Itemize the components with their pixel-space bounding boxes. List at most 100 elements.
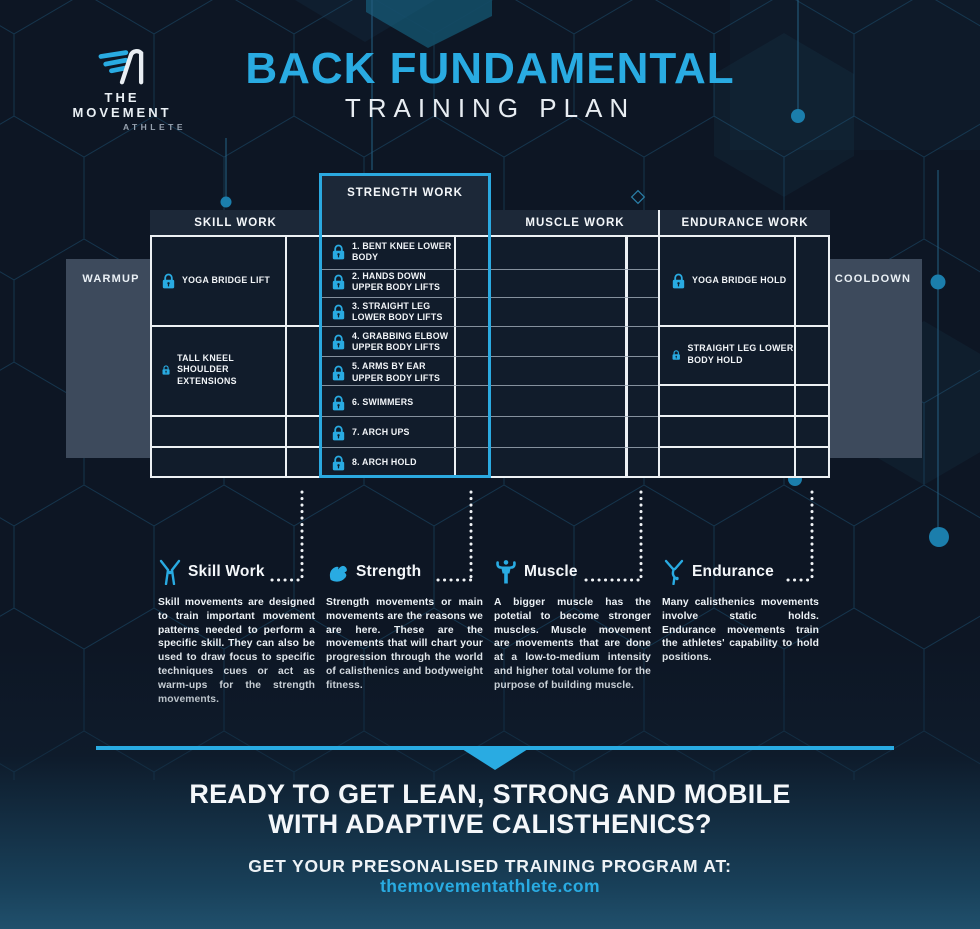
- cta-url-link[interactable]: themovementathlete.com: [380, 876, 600, 896]
- legend-title: Strength: [356, 563, 422, 580]
- row-line: [490, 447, 658, 448]
- warmup-label: WARMUP: [82, 273, 140, 285]
- lock-icon: [332, 274, 345, 290]
- row-line: [322, 326, 488, 327]
- divider: [625, 237, 628, 478]
- footer-headline: READY TO GET LEAN, STRONG AND MOBILE WIT…: [0, 779, 980, 839]
- skill-cell-tall-kneel: TALL KNEEL SHOULDER EXTENSIONS: [150, 325, 285, 415]
- cooldown-panel: COOLDOWN: [824, 259, 922, 458]
- row-line: [490, 416, 658, 417]
- column-header-skill-work: SKILL WORK: [194, 217, 277, 229]
- exercise-label: 8. ARCH HOLD: [352, 457, 417, 468]
- strength-item-list: 1. BENT KNEE LOWER BODY 2. HANDS DOWN UP…: [322, 237, 454, 478]
- lock-icon: [332, 365, 345, 380]
- row-line: [150, 415, 321, 417]
- lock-icon: [332, 455, 345, 471]
- legend-strength: Strength Strength movements or main move…: [326, 556, 483, 693]
- lock-icon: [672, 349, 680, 360]
- legend-title: Muscle: [524, 563, 578, 580]
- legend-description: Many calisthenics movements involve stat…: [662, 597, 819, 664]
- divider: [454, 237, 456, 478]
- row-line: [150, 325, 321, 327]
- divider: [285, 237, 287, 478]
- legend-description: Skill movements are designed to train im…: [158, 597, 315, 705]
- warmup-panel: WARMUP: [66, 259, 156, 458]
- exercise-label: 5. ARMS BY EAR UPPER BODY LIFTS: [352, 361, 441, 383]
- exercise-label: 4. GRABBING ELBOW UPPER BODY LIFTS: [352, 331, 449, 353]
- row-line: [490, 356, 658, 357]
- legend-description: Strength movements or main movements are…: [326, 597, 483, 691]
- lock-icon: [332, 395, 345, 411]
- exercise-label: 1. BENT KNEE LOWER BODY: [352, 240, 452, 263]
- brand-name: THE MOVEMENT: [72, 90, 172, 120]
- biceps-icon: [329, 565, 347, 582]
- strength-item: 3. STRAIGHT LEG LOWER BODY LIFTS: [322, 297, 454, 327]
- exercise-label: YOGA BRIDGE HOLD: [692, 275, 787, 286]
- row-line: [322, 416, 488, 417]
- teal-hexagon-fill: [366, 0, 492, 48]
- row-line: [322, 356, 488, 357]
- lock-icon: [672, 273, 685, 289]
- legend-endurance: Endurance Many calisthenics movements in…: [662, 556, 819, 665]
- skill-cell-yoga-bridge-lift: YOGA BRIDGE LIFT: [150, 237, 285, 325]
- lock-icon: [332, 335, 345, 350]
- footer-headline-line1: READY TO GET LEAN, STRONG AND MOBILE: [189, 779, 791, 809]
- lock-icon: [332, 425, 345, 441]
- muscle-figure-icon: [496, 560, 516, 584]
- legend-title: Endurance: [692, 563, 774, 580]
- movement-athlete-emblem-icon: [98, 49, 144, 85]
- divider: [658, 210, 660, 478]
- legend-skill-work: Skill Work Skill movements are designed …: [158, 556, 315, 706]
- row-line: [658, 415, 830, 417]
- lock-icon: [162, 273, 175, 289]
- endurance-cell-straight-leg-hold: STRAIGHT LEG LOWER BODY HOLD: [660, 325, 794, 384]
- one-arm-handstand-icon: [664, 559, 684, 585]
- strength-item: 8. ARCH HOLD: [322, 448, 454, 478]
- strength-item: 5. ARMS BY EAR UPPER BODY LIFTS: [322, 358, 454, 388]
- lock-icon: [332, 304, 345, 320]
- row-line: [322, 269, 488, 270]
- exercise-label: 6. SWIMMERS: [352, 397, 414, 408]
- exercise-label: TALL KNEEL SHOULDER EXTENSIONS: [177, 352, 237, 386]
- row-line: [658, 325, 830, 327]
- column-header-endurance-work: ENDURANCE WORK: [681, 217, 809, 229]
- page-subtitle: TRAINING PLAN: [344, 93, 636, 123]
- row-line: [490, 269, 658, 270]
- row-line: [658, 446, 830, 448]
- row-line: [150, 446, 321, 448]
- cooldown-label: COOLDOWN: [834, 273, 912, 285]
- row-line: [322, 385, 488, 386]
- brand-logo: THE MOVEMENT ATHLETE: [52, 44, 192, 132]
- exercise-label: YOGA BRIDGE LIFT: [182, 275, 271, 286]
- cta-text: GET YOUR PRESONALISED TRAINING PROGRAM A…: [248, 856, 732, 876]
- exercise-label: 3. STRAIGHT LEG LOWER BODY LIFTS: [352, 301, 443, 323]
- strength-item: 7. ARCH UPS: [322, 418, 454, 448]
- strength-item: 6. SWIMMERS: [322, 388, 454, 418]
- exercise-label: 7. ARCH UPS: [352, 427, 410, 438]
- training-plan-table: SKILL WORK MUSCLE WORK ENDURANCE WORK: [150, 173, 830, 478]
- divider: [794, 237, 796, 478]
- row-line: [658, 384, 830, 386]
- exercise-label: STRAIGHT LEG LOWER BODY HOLD: [687, 343, 794, 365]
- footer-headline-line2: WITH ADAPTIVE CALISTHENICS?: [268, 809, 712, 839]
- legend-description: A bigger muscle has the potetial to beco…: [494, 597, 651, 691]
- strength-item: 2. HANDS DOWN UPPER BODY LIFTS: [322, 267, 454, 297]
- column-header-muscle-work: MUSCLE WORK: [525, 217, 625, 229]
- legend-title: Skill Work: [188, 563, 265, 580]
- row-line: [322, 297, 488, 298]
- handstand-straddle-icon: [159, 559, 181, 585]
- brand-subname: ATHLETE: [122, 122, 186, 132]
- page-title: BACK FUNDAMENTAL: [245, 44, 735, 93]
- lock-icon: [162, 365, 170, 375]
- exercise-label: 2. HANDS DOWN UPPER BODY LIFTS: [352, 270, 441, 293]
- column-header-strength-work: STRENGTH WORK: [322, 176, 488, 210]
- strength-item: 1. BENT KNEE LOWER BODY: [322, 237, 454, 267]
- legend-muscle: Muscle A bigger muscle has the potetial …: [494, 556, 651, 693]
- diamond-node: [630, 189, 646, 205]
- lock-icon: [332, 244, 345, 260]
- row-line: [490, 385, 658, 386]
- endurance-cell-yoga-bridge-hold: YOGA BRIDGE HOLD: [660, 237, 794, 325]
- strength-item: 4. GRABBING ELBOW UPPER BODY LIFTS: [322, 327, 454, 357]
- row-line: [490, 326, 658, 327]
